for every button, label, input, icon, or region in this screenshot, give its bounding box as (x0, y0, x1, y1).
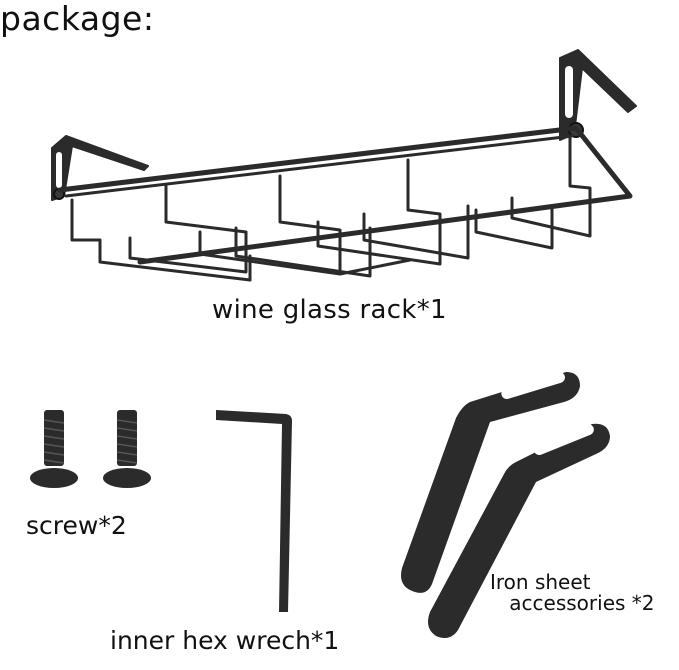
screw-label: screw*2 (26, 511, 127, 540)
rack-label: wine glass rack*1 (212, 295, 447, 325)
screw-image (103, 410, 151, 488)
iron-sheet-label-line2: accessories *2 (509, 591, 655, 615)
hex-wrench-image (216, 410, 292, 612)
iron-sheet-label: Iron sheet accessories *2 (490, 572, 655, 614)
screw-image (30, 410, 78, 488)
iron-sheet-label-line1: Iron sheet (490, 570, 591, 594)
hex-wrench-label: inner hex wrech*1 (110, 626, 340, 655)
iron-sheet-image (401, 371, 610, 638)
package-title: package: (0, 0, 155, 38)
wine-glass-rack-image (51, 49, 637, 282)
